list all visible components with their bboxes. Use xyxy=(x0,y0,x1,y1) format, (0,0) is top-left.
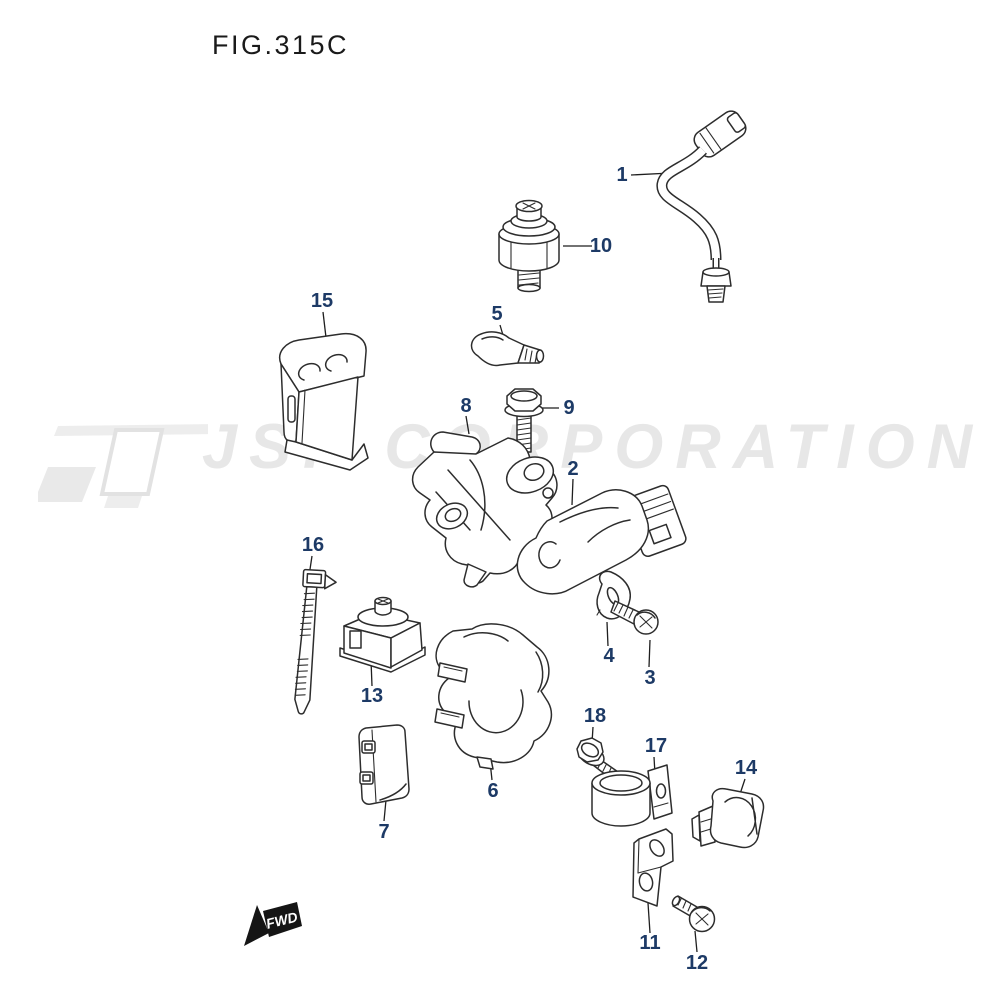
part-15-drawing xyxy=(279,332,369,471)
part-2-drawing xyxy=(516,484,687,595)
part-label-2: 2 xyxy=(567,458,579,480)
part-3-drawing xyxy=(610,600,659,635)
part-label-15: 15 xyxy=(310,290,334,312)
part-label-10: 10 xyxy=(589,235,613,257)
part-label-9: 9 xyxy=(563,397,575,419)
fwd-arrow-label: FWD xyxy=(264,909,299,932)
fwd-arrow: FWD xyxy=(244,902,302,946)
part-label-12: 12 xyxy=(685,952,709,974)
part-label-3: 3 xyxy=(644,667,656,689)
part-label-7: 7 xyxy=(378,821,390,843)
part-label-4: 4 xyxy=(603,645,615,667)
part-label-13: 13 xyxy=(360,685,384,707)
part-label-5: 5 xyxy=(491,303,503,325)
part-6-drawing xyxy=(434,623,553,770)
part-label-17: 17 xyxy=(644,735,668,757)
part-16-drawing xyxy=(294,568,337,715)
watermark-logo-icon xyxy=(38,424,208,508)
part-1-drawing xyxy=(656,110,747,303)
part-label-16: 16 xyxy=(301,534,325,556)
part-label-1: 1 xyxy=(616,164,628,186)
part-14-drawing xyxy=(691,787,765,849)
part-9-drawing xyxy=(504,388,544,453)
part-7-drawing xyxy=(358,724,410,805)
figure-title: FIG.315C xyxy=(212,30,350,60)
part-label-14: 14 xyxy=(734,757,758,779)
part-label-18: 18 xyxy=(583,705,607,727)
part-label-11: 11 xyxy=(639,932,661,954)
part-5-drawing xyxy=(470,331,545,367)
part-label-6: 6 xyxy=(487,780,499,802)
part-10-drawing xyxy=(498,199,560,293)
part-label-8: 8 xyxy=(460,395,472,417)
part-11-drawing xyxy=(632,828,674,907)
part-17-drawing xyxy=(591,764,673,827)
part-12-drawing xyxy=(671,895,716,933)
part-13-drawing xyxy=(339,596,426,673)
part-8-drawing xyxy=(411,431,558,588)
